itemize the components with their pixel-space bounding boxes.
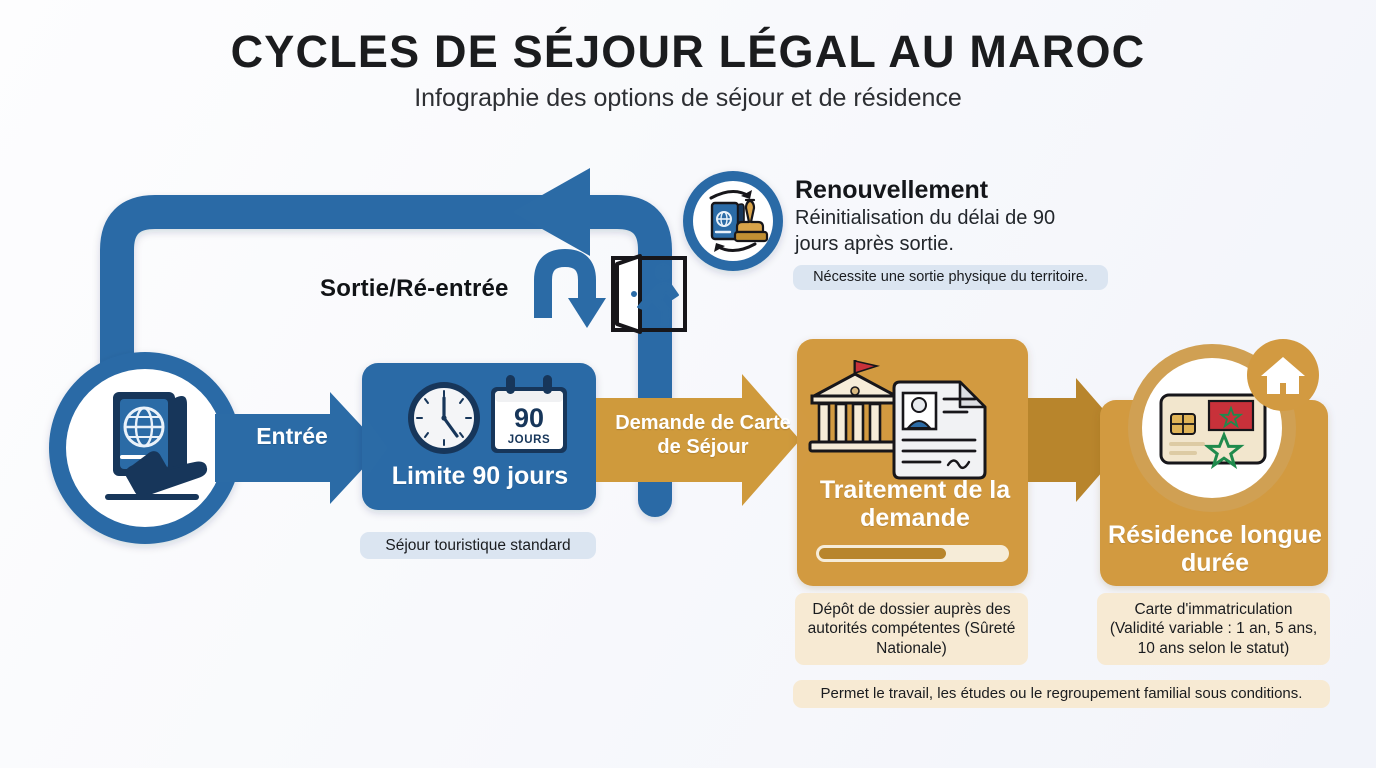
processing-node — [797, 339, 1028, 586]
house-icon — [1247, 339, 1319, 411]
application-arrow-label: Demande de Carte de Séjour — [615, 412, 791, 458]
renewal-body: Réinitialisation du délai de 90 jours ap… — [795, 207, 1056, 255]
processing-progress-bar — [816, 545, 1009, 562]
entry-arrow-label: Entrée — [256, 423, 328, 449]
residence-arrow — [1028, 378, 1130, 502]
page-subtitle: Infographie des options de séjour et de … — [414, 84, 962, 113]
renewal-caption-pill: Nécessite une sortie physique du territo… — [793, 265, 1108, 290]
page-title: CYCLES DE SÉJOUR LÉGAL AU MAROC — [230, 26, 1146, 77]
exit-door-running-person-icon — [611, 254, 687, 334]
application-document-icon — [892, 380, 987, 480]
u-turn-arrow-icon — [534, 248, 606, 328]
renewal-node — [683, 171, 783, 271]
calendar-unit: JOURS — [508, 434, 551, 446]
passport-airplane-icon — [105, 392, 208, 500]
header: CYCLES DE SÉJOUR LÉGAL AU MAROC Infograp… — [0, 28, 1376, 113]
government-building-icon — [808, 359, 902, 453]
calendar-90-days-icon: 90 JOURS — [491, 375, 567, 453]
processing-label: Traitement de la demande — [819, 476, 1011, 532]
clock-icon — [408, 382, 480, 454]
rubber-stamp — [733, 198, 769, 243]
processing-caption-pill: Dépôt de dossier auprès des autorités co… — [795, 593, 1028, 665]
id-card-morocco-icon — [1159, 393, 1267, 470]
footer-note-pill: Permet le travail, les études ou le regr… — [793, 680, 1330, 708]
ninety-days-label: Limite 90 jours — [391, 462, 569, 490]
passport-stamp-refresh-icon — [709, 190, 769, 252]
renewal-heading: Renouvellement — [795, 176, 989, 204]
residence-caption-pill: Carte d'immatriculation (Validité variab… — [1097, 593, 1330, 665]
renewal-loop-arrow — [100, 168, 672, 517]
tourist-stay-caption-pill: Séjour touristique standard — [360, 532, 596, 559]
residence-label: Résidence longue durée — [1108, 521, 1322, 577]
calendar-number: 90 — [514, 403, 544, 433]
entry-node — [49, 352, 241, 544]
exit-reentry-label: Sortie/Ré-entrée — [320, 275, 509, 302]
